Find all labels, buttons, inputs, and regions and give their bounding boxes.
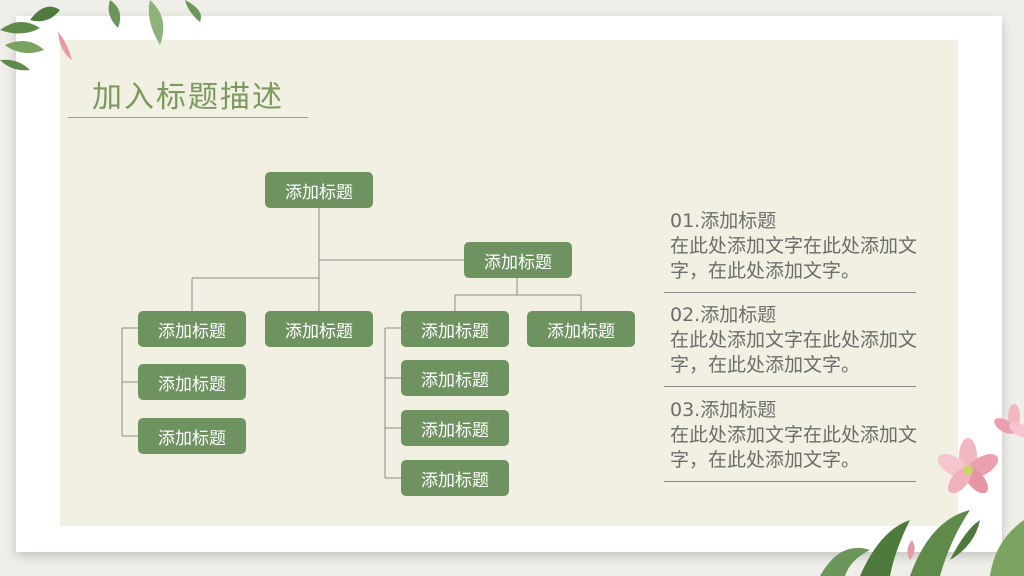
org-node-right-2: 添加标题 <box>401 360 509 396</box>
org-node-right-far: 添加标题 <box>527 311 635 347</box>
info-block-3: 03.添加标题 在此处添加文字在此处添加文字，在此处添加文字。 <box>664 397 920 482</box>
info-block-2: 02.添加标题 在此处添加文字在此处添加文字，在此处添加文字。 <box>664 302 920 387</box>
org-node-right-3: 添加标题 <box>401 410 509 446</box>
org-node-right-parent: 添加标题 <box>464 242 572 278</box>
slide-title: 加入标题描述 <box>92 80 284 115</box>
info-heading: 01.添加标题 <box>670 210 777 232</box>
info-heading: 03.添加标题 <box>670 399 777 421</box>
org-node-left-2: 添加标题 <box>138 364 246 400</box>
info-body: 在此处添加文字在此处添加文字，在此处添加文字。 <box>670 424 918 471</box>
org-node-right-4: 添加标题 <box>401 460 509 496</box>
info-body: 在此处添加文字在此处添加文字，在此处添加文字。 <box>670 235 918 282</box>
org-node-right-first: 添加标题 <box>401 311 509 347</box>
org-node-left-3: 添加标题 <box>138 418 246 454</box>
leaf-branch-icon <box>0 0 201 71</box>
info-body: 在此处添加文字在此处添加文字，在此处添加文字。 <box>670 329 918 376</box>
info-divider <box>664 386 916 387</box>
org-node-root: 添加标题 <box>265 172 373 208</box>
info-block-1: 01.添加标题 在此处添加文字在此处添加文字，在此处添加文字。 <box>664 208 920 293</box>
org-node-middle: 添加标题 <box>265 311 373 347</box>
org-node-left-1: 添加标题 <box>138 311 246 347</box>
info-heading: 02.添加标题 <box>670 304 777 326</box>
info-divider <box>664 292 916 293</box>
title-underline <box>68 117 308 118</box>
pink-flower-icon <box>820 404 1024 576</box>
info-divider <box>664 481 916 482</box>
